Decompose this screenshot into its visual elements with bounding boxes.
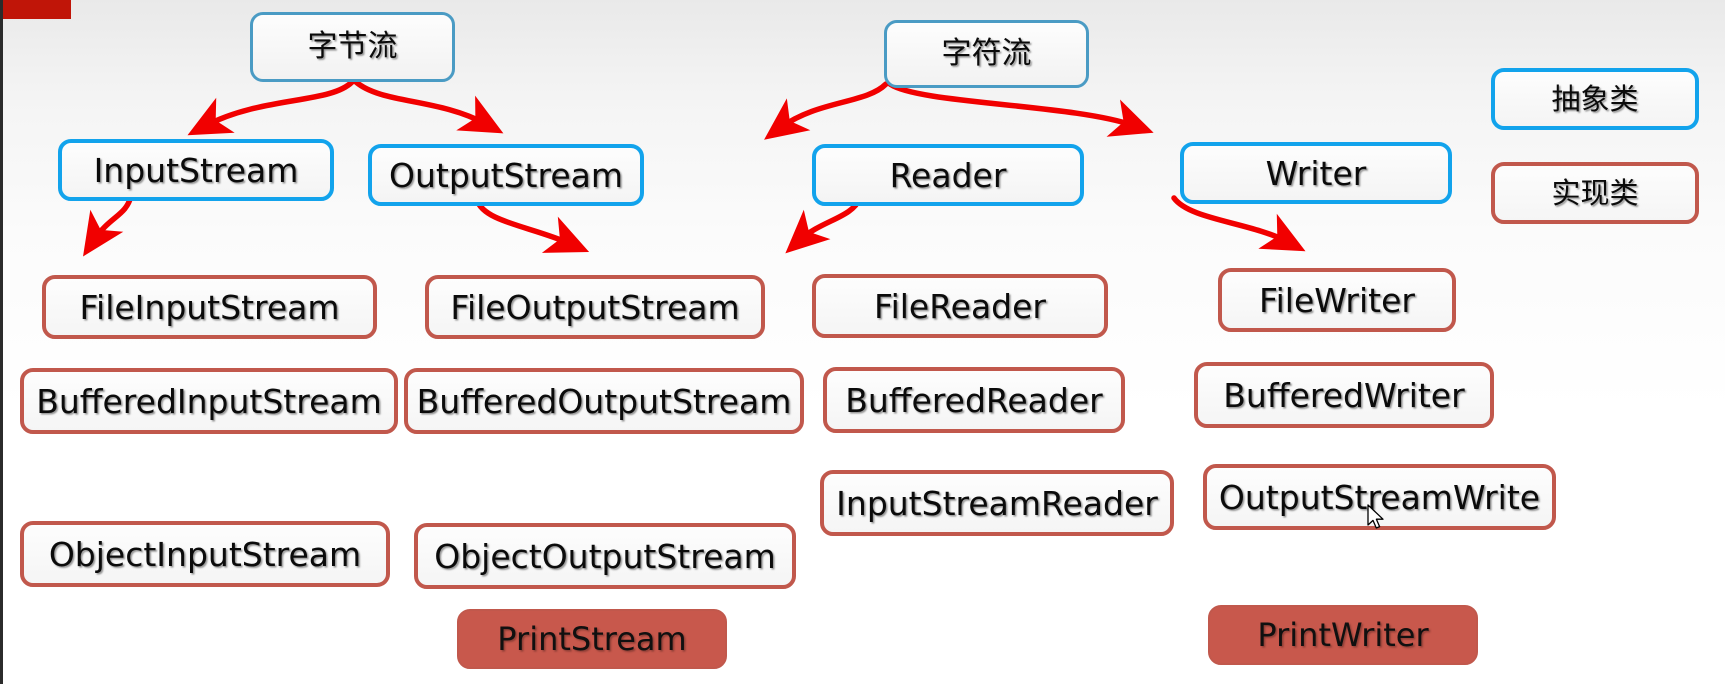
node-label: FileWriter <box>1259 280 1415 320</box>
node-label: ObjectInputStream <box>48 534 362 574</box>
arrow-bytestream-to-outputstream <box>353 79 504 134</box>
node-buffered-reader[interactable]: BufferedReader <box>823 367 1125 433</box>
node-output-stream-write[interactable]: OutputStreamWrite <box>1203 464 1556 530</box>
node-label: PrintStream <box>497 620 687 658</box>
node-label: BufferedInputStream <box>36 381 382 421</box>
node-print-writer[interactable]: PrintWriter <box>1208 605 1478 665</box>
node-writer[interactable]: Writer <box>1180 142 1452 204</box>
node-label: BufferedReader <box>845 380 1103 420</box>
node-reader[interactable]: Reader <box>812 144 1084 206</box>
node-buffered-input-stream[interactable]: BufferedInputStream <box>20 368 398 434</box>
node-print-stream[interactable]: PrintStream <box>457 609 727 669</box>
node-object-input-stream[interactable]: ObjectInputStream <box>20 521 390 587</box>
node-label: FileReader <box>873 286 1046 326</box>
legend-label: 实现类 <box>1551 175 1639 210</box>
node-label: InputStream <box>93 150 299 190</box>
node-file-reader[interactable]: FileReader <box>812 274 1108 338</box>
node-label: PrintWriter <box>1257 616 1429 654</box>
arrow-inputstream-to-fileinputstream <box>83 193 134 257</box>
node-output-stream[interactable]: OutputStream <box>368 144 644 206</box>
node-label: BufferedOutputStream <box>416 381 792 421</box>
node-label: OutputStreamWrite <box>1218 477 1541 517</box>
left-edge-line <box>0 0 3 684</box>
node-file-writer[interactable]: FileWriter <box>1218 268 1456 332</box>
node-label: Writer <box>1265 153 1367 193</box>
node-label: 字节流 <box>307 29 398 64</box>
node-label: FileOutputStream <box>450 287 740 327</box>
arrow-bytestream-to-inputstream <box>187 79 355 136</box>
node-input-stream-reader[interactable]: InputStreamReader <box>820 470 1174 536</box>
legend-abstract-class[interactable]: 抽象类 <box>1491 68 1699 130</box>
node-label: Reader <box>889 155 1007 195</box>
top-left-red-marker <box>3 0 71 19</box>
node-char-stream[interactable]: 字符流 <box>884 20 1089 88</box>
node-object-output-stream[interactable]: ObjectOutputStream <box>414 523 796 589</box>
node-buffered-writer[interactable]: BufferedWriter <box>1194 362 1494 428</box>
node-label: OutputStream <box>388 155 624 195</box>
arrow-writer-to-filewriter <box>1171 195 1306 252</box>
node-label: ObjectOutputStream <box>434 536 776 576</box>
node-file-output-stream[interactable]: FileOutputStream <box>425 275 765 339</box>
node-label: BufferedWriter <box>1223 375 1465 415</box>
node-buffered-output-stream[interactable]: BufferedOutputStream <box>404 368 804 434</box>
node-label: FileInputStream <box>79 287 340 327</box>
arrow-charstream-to-writer <box>887 81 1154 137</box>
arrow-outputstream-to-fileoutputstream <box>474 197 590 253</box>
arrow-charstream-to-reader <box>764 81 889 140</box>
legend-label: 抽象类 <box>1551 81 1639 116</box>
node-label: InputStreamReader <box>836 483 1158 523</box>
node-input-stream[interactable]: InputStream <box>58 139 334 201</box>
node-byte-stream[interactable]: 字节流 <box>250 12 455 82</box>
legend-implementation-class[interactable]: 实现类 <box>1491 162 1699 224</box>
node-file-input-stream[interactable]: FileInputStream <box>42 275 377 339</box>
node-label: 字符流 <box>941 36 1032 71</box>
